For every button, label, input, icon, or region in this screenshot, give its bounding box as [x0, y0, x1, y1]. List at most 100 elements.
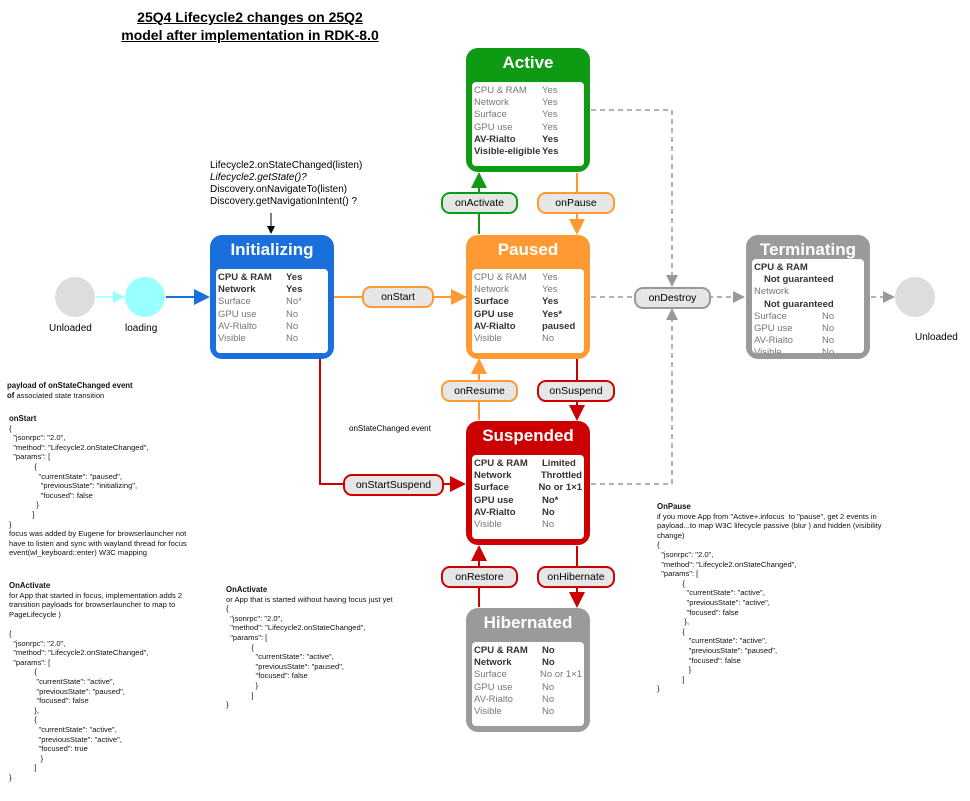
onactivate-nofocus-note: OnActivate or App that is started withou…	[226, 585, 393, 710]
onstart-body: { "jsonrpc": "2.0", "method": "Lifecycle…	[9, 423, 187, 558]
arrow-initializing-suspended	[319, 358, 466, 492]
event-onstart[interactable]: onStart	[362, 286, 434, 308]
property-value: Not guaranteed	[764, 298, 834, 310]
arrow-suspended-destroy	[591, 308, 678, 485]
onpause-heading: OnPause	[657, 502, 691, 511]
onpause-note: OnPause if you move App from "Active+.in…	[657, 502, 882, 694]
onactivate1-heading: OnActivate	[9, 581, 51, 590]
property-label: Surface	[474, 296, 509, 308]
property-label: Network	[754, 286, 789, 298]
event-onrestore[interactable]: onRestore	[441, 566, 518, 588]
unloaded-node-right	[895, 277, 935, 317]
title-line-1: 25Q4 Lifecycle2 changes on 25Q2	[137, 9, 363, 25]
unloaded-node-left	[55, 277, 95, 317]
event-onhibernate[interactable]: onHibernate	[537, 566, 615, 588]
property-value: Yes	[542, 272, 558, 283]
property-label: Surface	[218, 296, 251, 308]
property-label: Surface	[474, 482, 509, 494]
property-label: Network	[474, 657, 512, 669]
property-label: Surface	[754, 310, 787, 322]
property-label: GPU use	[474, 494, 514, 506]
property-label: GPU use	[754, 323, 793, 335]
property-row: Network Throttled	[474, 470, 582, 482]
onactivate2-heading: OnActivate	[226, 585, 268, 594]
property-label: Visible	[474, 706, 502, 718]
property-value: Yes	[542, 146, 559, 158]
property-label: Surface	[474, 109, 507, 121]
property-label: CPU & RAM	[754, 262, 808, 273]
property-value: No or 1×1	[540, 669, 582, 681]
property-value: Yes	[542, 284, 558, 296]
property-value: No*	[542, 494, 559, 506]
property-value: Not guaranteed	[764, 274, 834, 286]
property-label: Surface	[474, 669, 507, 681]
property-label: Network	[474, 470, 512, 482]
property-label: Visible-eligible	[474, 146, 541, 158]
property-value: No	[286, 333, 299, 345]
onpause-body: if you move App from "Active+.infocus to…	[657, 511, 882, 694]
property-value: Yes*	[542, 308, 563, 320]
property-label: AV-Rialto	[474, 133, 516, 145]
property-value: No	[822, 310, 835, 322]
property-value: No	[542, 693, 555, 705]
property-value: No	[822, 323, 835, 335]
event-ondestroy[interactable]: onDestroy	[634, 287, 711, 309]
property-value: No*	[286, 296, 302, 308]
payload-note: payload of onStateChanged event of assoc…	[7, 381, 133, 400]
property-label: CPU & RAM	[218, 272, 272, 283]
property-value: No or 1×1	[538, 482, 582, 494]
onstatechanged-label: onStateChanged event	[349, 424, 431, 433]
property-value: Yes	[286, 272, 303, 283]
property-label: AV-Rialto	[474, 693, 513, 705]
property-value: No	[542, 645, 555, 656]
property-value: Yes	[542, 85, 558, 96]
payload-heading: payload of onStateChanged event	[7, 381, 133, 390]
property-row: GPU use No	[754, 323, 862, 335]
property-value: Yes	[542, 97, 558, 109]
event-onresume[interactable]: onResume	[441, 380, 518, 402]
state-title: Hibernated	[483, 613, 573, 632]
unloaded-label-left: Unloaded	[49, 323, 92, 334]
onactivate2-body: or App that is started without having fo…	[226, 594, 393, 710]
api-line: Lifecycle2.getState()?	[210, 172, 307, 183]
property-value: Throttled	[540, 470, 582, 482]
arrow-active-destroy	[591, 109, 678, 287]
diagram-title: 25Q4 Lifecycle2 changes on 25Q2 model af…	[100, 8, 400, 44]
property-label: AV-Rialto	[218, 320, 257, 332]
property-value: No	[822, 335, 835, 347]
title-line-2: model after implementation in RDK-8.0	[121, 27, 379, 43]
property-value: Limited	[542, 458, 576, 469]
event-onactivate[interactable]: onActivate	[441, 192, 518, 214]
property-value: No	[286, 320, 299, 332]
event-onpause[interactable]: onPause	[537, 192, 615, 214]
property-row: CPU & RAM Yes	[218, 272, 326, 284]
event-onstartsuspend[interactable]: onStartSuspend	[343, 474, 444, 496]
property-value: No	[542, 706, 555, 718]
event-onsuspend[interactable]: onSuspend	[537, 380, 615, 402]
payload-sub: associated state transition	[14, 390, 105, 400]
api-note: Lifecycle2.onStateChanged(listen) Lifecy…	[210, 160, 362, 208]
property-value: No	[286, 308, 299, 320]
property-label: Network	[474, 97, 509, 109]
property-label: AV-Rialto	[474, 506, 516, 518]
state-title: Initializing	[230, 240, 314, 259]
property-label: Visible	[474, 333, 502, 345]
